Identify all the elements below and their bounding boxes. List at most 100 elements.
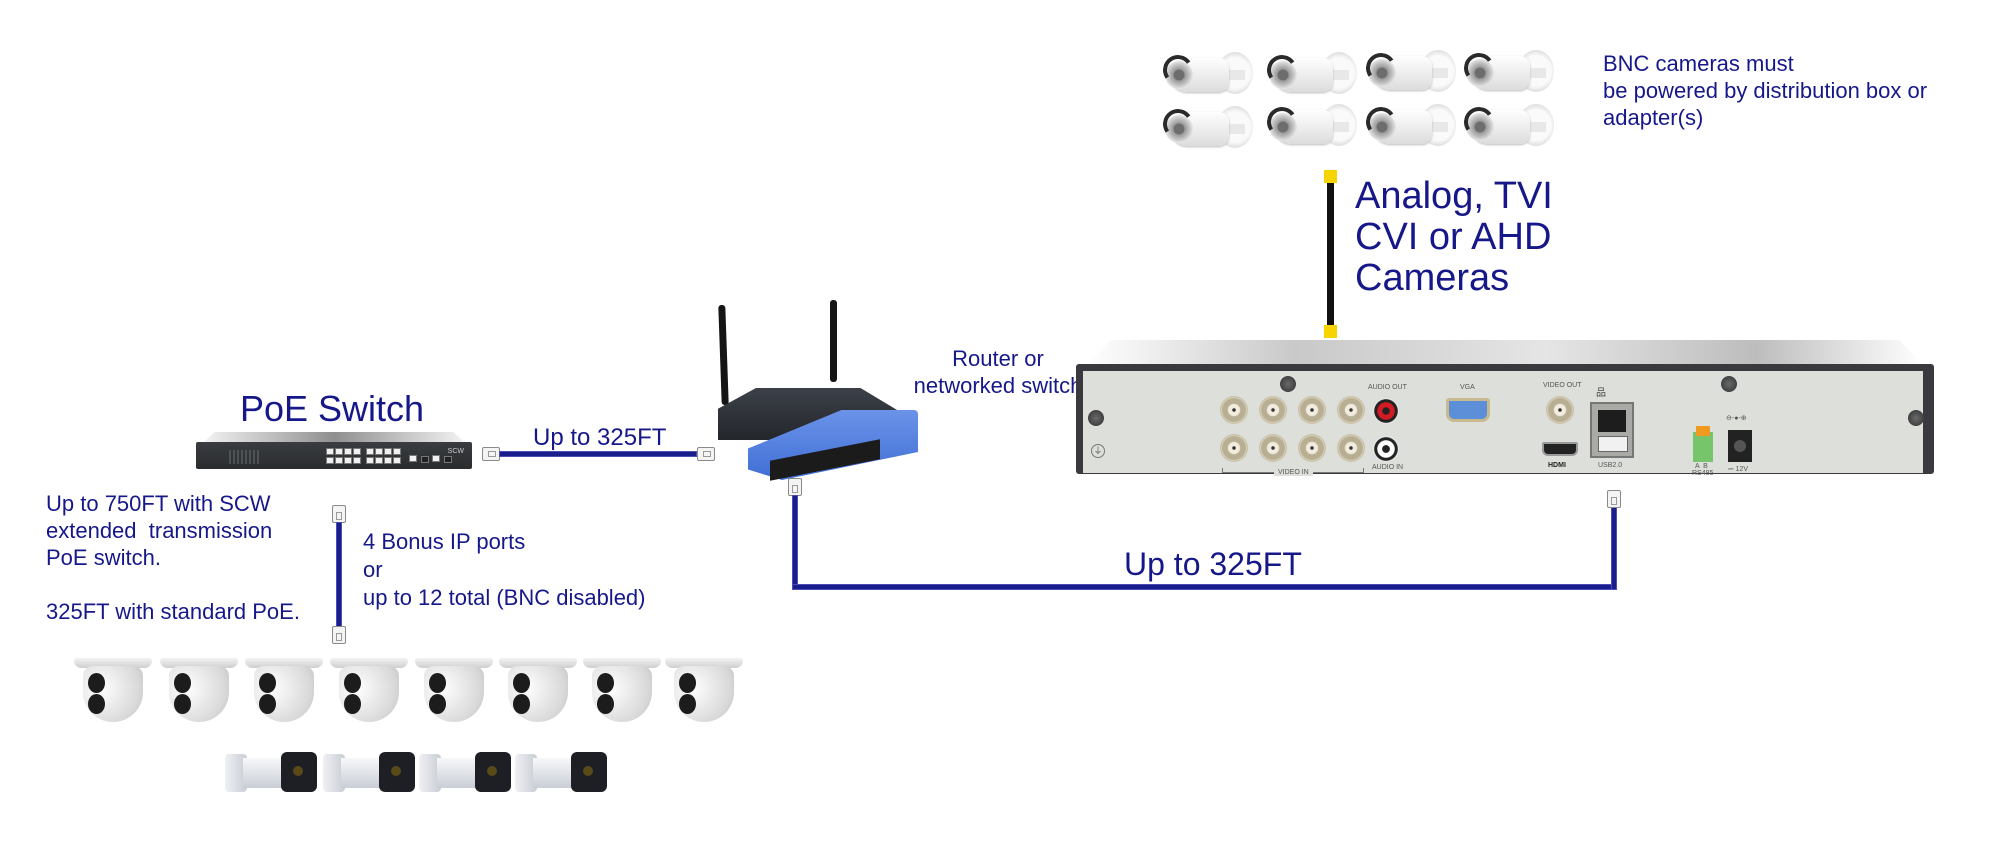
poe-switch-label: PoE Switch <box>240 388 425 429</box>
bnc-camera-group <box>1160 50 1563 150</box>
rj45-connector <box>482 447 500 461</box>
ethernet-cable-line <box>336 522 342 628</box>
dvr-rear-panel <box>1083 371 1923 473</box>
poe-distance-note-line: 325FT with standard PoE. <box>46 599 300 624</box>
bnc-port-6[interactable] <box>1298 434 1326 462</box>
dome-camera <box>160 658 238 722</box>
dome-camera <box>330 658 408 722</box>
power-label: ⎓ 12V <box>1728 466 1748 473</box>
ethernet-cable-line <box>792 584 1617 590</box>
poe-distance-note: Up to 750FT with SCW extended transmissi… <box>46 490 300 625</box>
screw <box>1721 376 1737 392</box>
switch-router-distance-label: Up to 325FT <box>533 424 667 451</box>
bnc-power-note-line: BNC cameras must <box>1603 51 1794 76</box>
audio-out-label: AUDIO OUT <box>1368 384 1407 391</box>
rs485-ab-label: A B <box>1695 463 1708 470</box>
usb-port[interactable] <box>1598 436 1628 452</box>
ethernet-port[interactable] <box>1598 410 1626 432</box>
router-device <box>700 300 930 490</box>
router-label-line: Router or <box>952 346 1044 371</box>
ip-bullet-camera <box>419 750 511 794</box>
vga-port[interactable] <box>1446 398 1490 422</box>
router-label-line: networked switch <box>913 373 1083 398</box>
bnc-port-1[interactable] <box>1220 396 1248 424</box>
bnc-power-note-line: be powered by distribution box or <box>1603 78 1928 103</box>
dvr-device: ⏚ VIDEO IN AUDIO OUT AUDIO IN VGA VIDEO … <box>1076 340 1934 477</box>
bnc-port-4[interactable] <box>1259 434 1287 462</box>
switch-front-panel: SCW <box>196 442 472 469</box>
dome-camera <box>583 658 661 722</box>
usb-label: USB2.0 <box>1598 462 1623 469</box>
hdmi-port[interactable] <box>1542 442 1578 456</box>
ethernet-cable-line <box>499 451 697 457</box>
ip-bullet-camera-group <box>225 750 625 798</box>
ip-ports-note-line: up to 12 total (BNC disabled) <box>363 585 646 610</box>
poe-distance-note-line: extended transmission <box>46 518 273 543</box>
ip-ports-note-line: 4 Bonus IP ports <box>363 529 526 554</box>
bnc-port-7[interactable] <box>1337 396 1365 424</box>
bnc-camera <box>1264 104 1359 148</box>
vga-label: VGA <box>1460 384 1475 391</box>
video-in-label: VIDEO IN <box>1274 469 1313 476</box>
ip-bullet-camera <box>225 750 317 794</box>
bnc-power-note: BNC cameras must be powered by distribut… <box>1603 50 1927 131</box>
router-dvr-distance-label: Up to 325FT <box>1124 546 1302 582</box>
bnc-camera <box>1264 52 1359 96</box>
bnc-camera <box>1160 106 1255 150</box>
bnc-camera <box>1363 104 1458 148</box>
ip-bullet-camera <box>323 750 415 794</box>
analog-cameras-label: Analog, TVI CVI or AHD Cameras <box>1355 176 1553 299</box>
ethernet-cable-line <box>1611 507 1617 590</box>
ground-icon: ⏚ <box>1091 444 1105 458</box>
bnc-port-2[interactable] <box>1220 434 1248 462</box>
router-antenna-left <box>718 304 729 406</box>
audio-in-label: AUDIO IN <box>1372 464 1404 471</box>
video-out-port[interactable] <box>1546 396 1574 424</box>
switch-brand-logo: SCW <box>447 448 464 455</box>
audio-out-port[interactable] <box>1373 398 1399 424</box>
rs485-terminal[interactable] <box>1693 426 1713 462</box>
analog-cameras-label-line: CVI or AHD <box>1355 216 1552 258</box>
rj45-connector <box>332 626 346 644</box>
rj45-connector <box>697 447 715 461</box>
lan-usb-port-block[interactable] <box>1590 402 1634 458</box>
analog-cameras-label-line: Analog, TVI <box>1355 175 1553 217</box>
bnc-camera <box>1363 50 1458 94</box>
dvr-top-cover <box>1086 340 1924 365</box>
analog-cameras-label-line: Cameras <box>1355 257 1510 299</box>
dome-camera <box>499 658 577 722</box>
dome-camera <box>415 658 493 722</box>
screw <box>1280 376 1296 392</box>
audio-in-port[interactable] <box>1373 436 1399 462</box>
switch-top <box>204 432 464 442</box>
bnc-port-3[interactable] <box>1259 396 1287 424</box>
screw <box>1908 410 1924 426</box>
poe-distance-note-line: Up to 750FT with SCW <box>46 491 271 516</box>
ethernet-cable-line <box>792 495 798 590</box>
coax-connector-top <box>1324 170 1337 183</box>
rs485-label: RS485 <box>1692 470 1714 477</box>
ip-ports-note: 4 Bonus IP ports or up to 12 total (BNC … <box>363 528 646 612</box>
poe-switch-device: SCW <box>196 432 472 470</box>
coax-cable-line <box>1327 183 1334 326</box>
bnc-port-8[interactable] <box>1337 434 1365 462</box>
dome-camera <box>74 658 152 722</box>
rj45-connector <box>1607 490 1621 508</box>
dome-camera <box>245 658 323 722</box>
coax-connector-bottom <box>1324 325 1337 338</box>
dome-camera-group <box>74 658 754 726</box>
polarity-icon: ⊖-●-⊕ <box>1726 415 1747 422</box>
power-port[interactable] <box>1728 430 1752 462</box>
bnc-camera <box>1461 50 1556 94</box>
bnc-power-note-line: adapter(s) <box>1603 105 1704 130</box>
bnc-port-5[interactable] <box>1298 396 1326 424</box>
poe-distance-note-spacer <box>46 571 300 598</box>
video-out-label: VIDEO OUT <box>1543 382 1582 389</box>
switch-vent <box>229 450 259 464</box>
hdmi-label: HDMI <box>1548 462 1566 469</box>
bnc-camera <box>1160 52 1255 96</box>
router-label: Router or networked switch <box>908 345 1088 399</box>
rj45-connector <box>332 505 346 523</box>
ip-bullet-camera <box>515 750 607 794</box>
router-antenna-right <box>830 300 837 382</box>
